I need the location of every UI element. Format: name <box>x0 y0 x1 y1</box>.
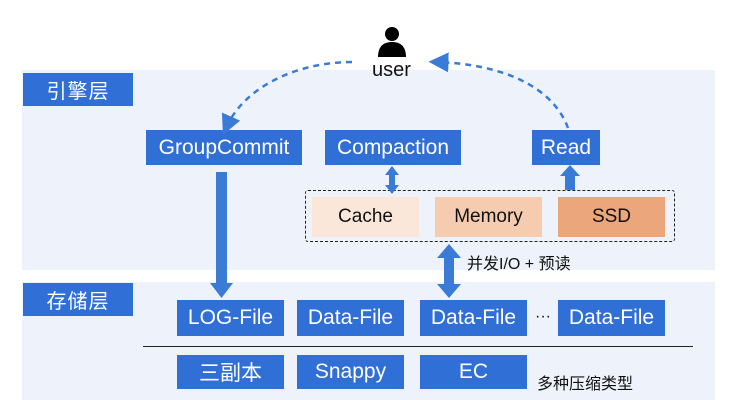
user-label: user <box>372 59 411 81</box>
data-file-box-2: Data-File <box>420 300 527 336</box>
data-file-box-3: Data-File <box>558 300 665 336</box>
ssd-to-read-arrow <box>560 165 580 190</box>
memory-box: Memory <box>435 197 542 237</box>
compaction-box: Compaction <box>325 130 461 165</box>
engine-layer-label: 引擎层 <box>23 73 133 106</box>
groupcommit-to-log-arrow <box>210 172 233 298</box>
snappy-box: Snappy <box>297 355 404 389</box>
ellipsis-text: ··· <box>535 308 551 325</box>
compression-types-label: 多种压缩类型 <box>537 376 634 393</box>
read-to-user-arrow <box>428 52 570 129</box>
parallel-io-label: 并发I/O + 预读 <box>467 256 571 273</box>
compaction-cache-arrow <box>385 166 399 194</box>
cache-box: Cache <box>312 197 419 237</box>
storage-divider <box>143 346 693 347</box>
ec-box: EC <box>420 355 527 389</box>
log-file-box: LOG-File <box>177 300 284 336</box>
three-replicas-box: 三副本 <box>177 355 284 389</box>
data-file-box-1: Data-File <box>297 300 404 336</box>
ssd-box: SSD <box>558 197 665 237</box>
memory-datafile-arrow <box>437 244 461 298</box>
memory-tier-container <box>305 190 675 242</box>
group-commit-box: GroupCommit <box>146 130 302 165</box>
user-to-groupcommit-arrow <box>221 60 353 135</box>
read-box: Read <box>532 130 600 165</box>
user-icon <box>377 25 407 57</box>
storage-layer-label: 存储层 <box>23 283 133 316</box>
